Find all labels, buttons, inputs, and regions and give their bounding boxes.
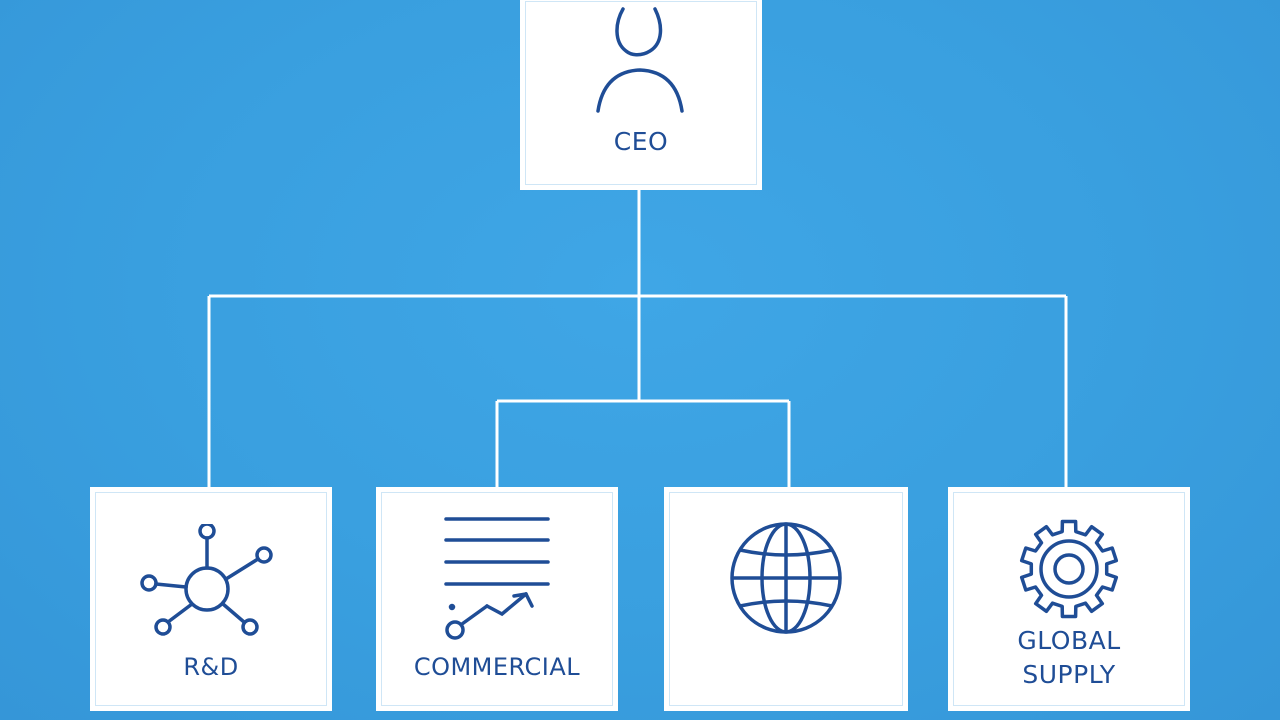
gear-icon <box>951 515 1187 625</box>
network-hub-icon <box>93 524 329 644</box>
node-supply-label: GLOBAL SUPPLY <box>1017 626 1121 689</box>
node-ceo-label: CEO <box>613 127 669 156</box>
node-rd: R&D <box>90 487 332 711</box>
node-ceo: CEO <box>520 0 762 190</box>
person-icon <box>523 0 759 119</box>
node-rd-label: R&D <box>183 653 239 681</box>
node-commercial-label: COMMERCIAL <box>413 653 581 681</box>
node-supply: GLOBAL SUPPLY <box>948 487 1190 711</box>
globe-icon <box>667 518 905 638</box>
document-chart-icon <box>379 514 615 644</box>
node-commercial: COMMERCIAL <box>376 487 618 711</box>
node-global <box>664 487 908 711</box>
